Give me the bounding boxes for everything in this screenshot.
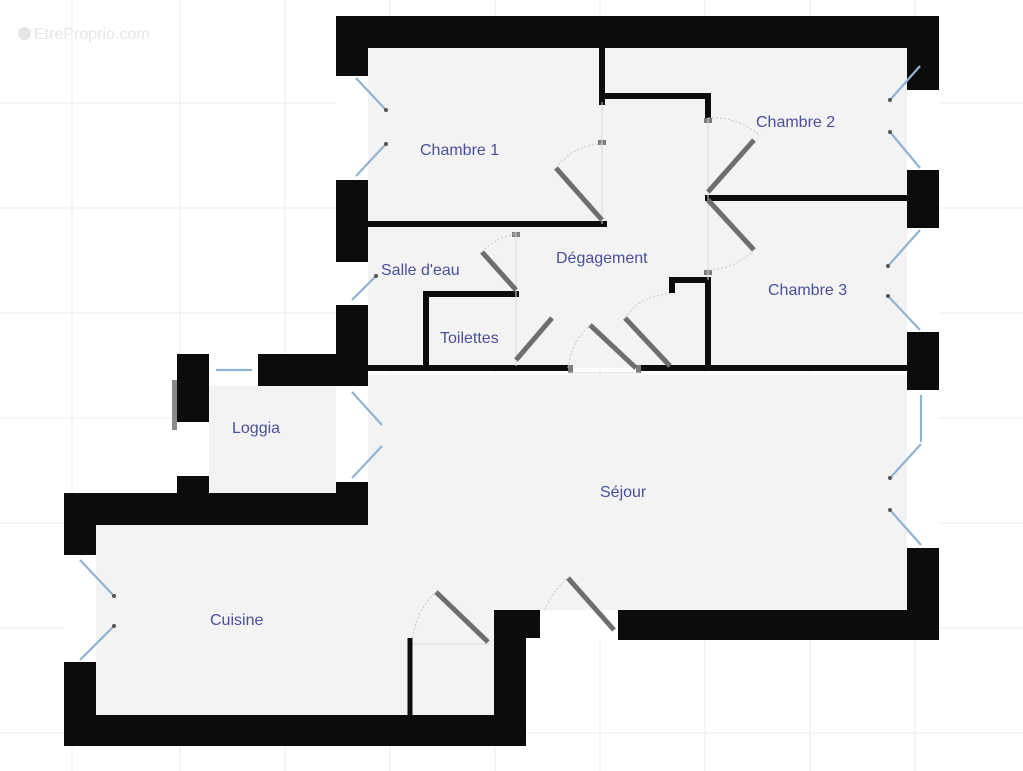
watermark: EtreProprio.com [18,26,150,44]
door-chambre-1 [554,166,604,222]
watermark-text: EtreProprio.com [34,26,150,43]
room-label-loggia: Loggia [232,420,280,437]
exterior-walls [64,16,939,746]
door-sejour-1 [588,323,638,370]
room-label-chambre-1: Chambre 1 [420,142,499,159]
room-label-degagement: Dégagement [556,250,648,267]
room-label-salle-deau: Salle d'eau [381,262,460,279]
door-entrance [566,576,616,632]
room-label-cuisine: Cuisine [210,612,263,629]
openings [64,76,939,662]
windows [79,65,923,661]
room-labels: Chambre 1 Chambre 2 Chambre 3 Salle d'ea… [210,114,847,629]
room-label-chambre-3: Chambre 3 [768,282,847,299]
door-sejour-2 [623,316,672,368]
door-chambre-2 [706,138,756,194]
interior-partitions [365,45,910,715]
doors [412,117,761,645]
door-chambre-3 [706,198,756,252]
door-salle-deau [480,250,518,292]
room-label-toilettes: Toilettes [440,330,499,347]
door-cuisine [434,590,490,644]
room-label-chambre-2: Chambre 2 [756,114,835,131]
copyright-circle-icon [18,27,31,40]
floor-areas [96,48,910,715]
room-label-sejour: Séjour [600,484,647,501]
door-toilettes [514,316,554,362]
